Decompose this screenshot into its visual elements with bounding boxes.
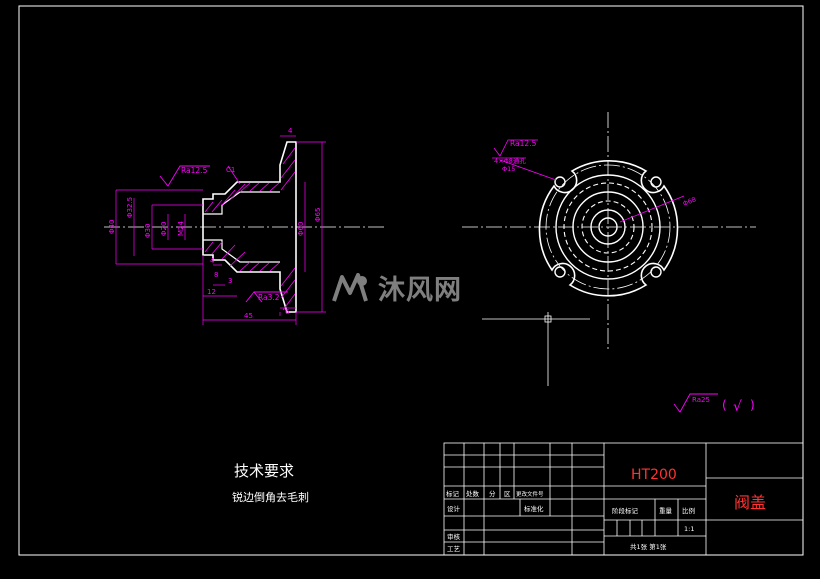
section-view: Ra12.5 Ra3.2 4 C1 Φ40 Φ32.5 Φ30 Φ20 M24 … <box>104 127 384 325</box>
flange-outline <box>538 160 679 297</box>
dim-length: 45 <box>244 312 253 320</box>
bolt-hole-tl <box>554 176 566 188</box>
tb-rev-doc: 更改文件号 <box>516 490 544 498</box>
tb-scale: 1:1 <box>684 525 694 533</box>
dim-dia-mid: Φ30 <box>144 224 152 238</box>
section-outline-lower <box>202 227 297 313</box>
end-circle-4 <box>581 200 635 254</box>
tb-stage-mark: 阶段标记 <box>612 506 639 515</box>
tb-rev-zone: 分 <box>489 489 496 498</box>
dim-small-1: 4 <box>210 257 215 265</box>
hole-note: 4×Φ8通孔 <box>494 156 526 165</box>
tb-rev-zone2: 区 <box>504 490 511 498</box>
watermark: 沐风网 <box>332 268 462 307</box>
tb-weight: 重量 <box>659 507 673 515</box>
tb-rev-count: 处数 <box>466 489 480 498</box>
end-circle-3 <box>572 191 644 263</box>
section-bore-lower <box>203 239 280 263</box>
title-block <box>443 442 804 556</box>
tech-requirements-item: 锐边倒角去毛刺 <box>232 491 309 504</box>
section-outline-upper <box>202 141 297 227</box>
sheet-border <box>18 5 804 556</box>
bolt-hole-bl <box>554 266 566 278</box>
dim-dia-left: Φ32.5 <box>126 197 134 218</box>
dim-chamfer: C1 <box>226 166 235 174</box>
tb-part-name: 阀盖 <box>734 493 766 512</box>
dim-thread: M24 <box>177 221 185 236</box>
roughness-note-paren-open: ( <box>722 398 727 412</box>
dim-small-2: 12 <box>207 288 216 296</box>
tb-scale-label: 比例 <box>682 506 695 515</box>
chamfer-leader <box>227 165 241 185</box>
tb-design: 设计 <box>447 504 461 513</box>
dim-dia-outer: Φ40 <box>108 220 116 234</box>
end-circle-2 <box>563 182 653 272</box>
section-bore-upper <box>203 191 280 215</box>
end-view: Ra12.5 4×Φ8通孔 Φ15 Φ68 <box>462 112 756 386</box>
roughness-label-ra32: Ra3.2 <box>258 293 280 302</box>
dia-leader <box>619 195 685 223</box>
tb-process: 工艺 <box>447 545 461 553</box>
hole-sub-note: Φ15 <box>502 165 515 173</box>
roughness-symbol-2 <box>245 291 288 303</box>
bolt-hole-br <box>650 266 662 278</box>
dia-note: Φ68 <box>682 195 697 207</box>
roughness-note-value: Ra25 <box>692 396 710 404</box>
dim-small-3: 3 <box>228 277 232 285</box>
tech-requirements-title: 技术要求 <box>234 462 295 480</box>
dim-dia-right: Φ65 <box>314 208 322 222</box>
tb-sheets: 共1张 第1张 <box>630 542 667 551</box>
end-circle-5 <box>590 209 626 245</box>
end-circle-1 <box>555 174 661 280</box>
brand-logo-icon <box>332 272 368 302</box>
tb-review: 审核 <box>447 532 461 541</box>
dim-dia-flange: Φ60 <box>297 222 305 236</box>
roughness-symbol-1 <box>159 165 210 187</box>
bolt-hole-tr <box>650 176 662 188</box>
roughness-label-ra125: Ra12.5 <box>181 166 208 175</box>
hole-leader <box>499 159 557 181</box>
end-roughness-label: Ra12.5 <box>510 139 537 148</box>
dim-dia-inner: Φ20 <box>160 222 168 236</box>
tb-material: HT200 <box>631 467 677 483</box>
dim-end: 6 <box>285 308 290 316</box>
brand-text: 沐风网 <box>378 275 462 306</box>
tb-standardize: 标准化 <box>524 504 544 513</box>
dim-top-thickness: 4 <box>288 127 293 135</box>
section-hatching <box>204 147 296 311</box>
end-circle-6 <box>598 217 618 237</box>
section-dimension-lines <box>115 135 326 325</box>
roughness-note: Ra25 ( √ ) <box>673 393 755 415</box>
roughness-note-check: √ <box>733 399 742 415</box>
dim-depth: 8 <box>214 271 218 279</box>
cut-marker <box>544 315 552 323</box>
bolt-circle <box>545 164 671 290</box>
tb-rev-mark: 标记 <box>446 489 460 498</box>
end-roughness-symbol <box>493 139 538 157</box>
roughness-note-paren-close: ) <box>750 398 755 412</box>
